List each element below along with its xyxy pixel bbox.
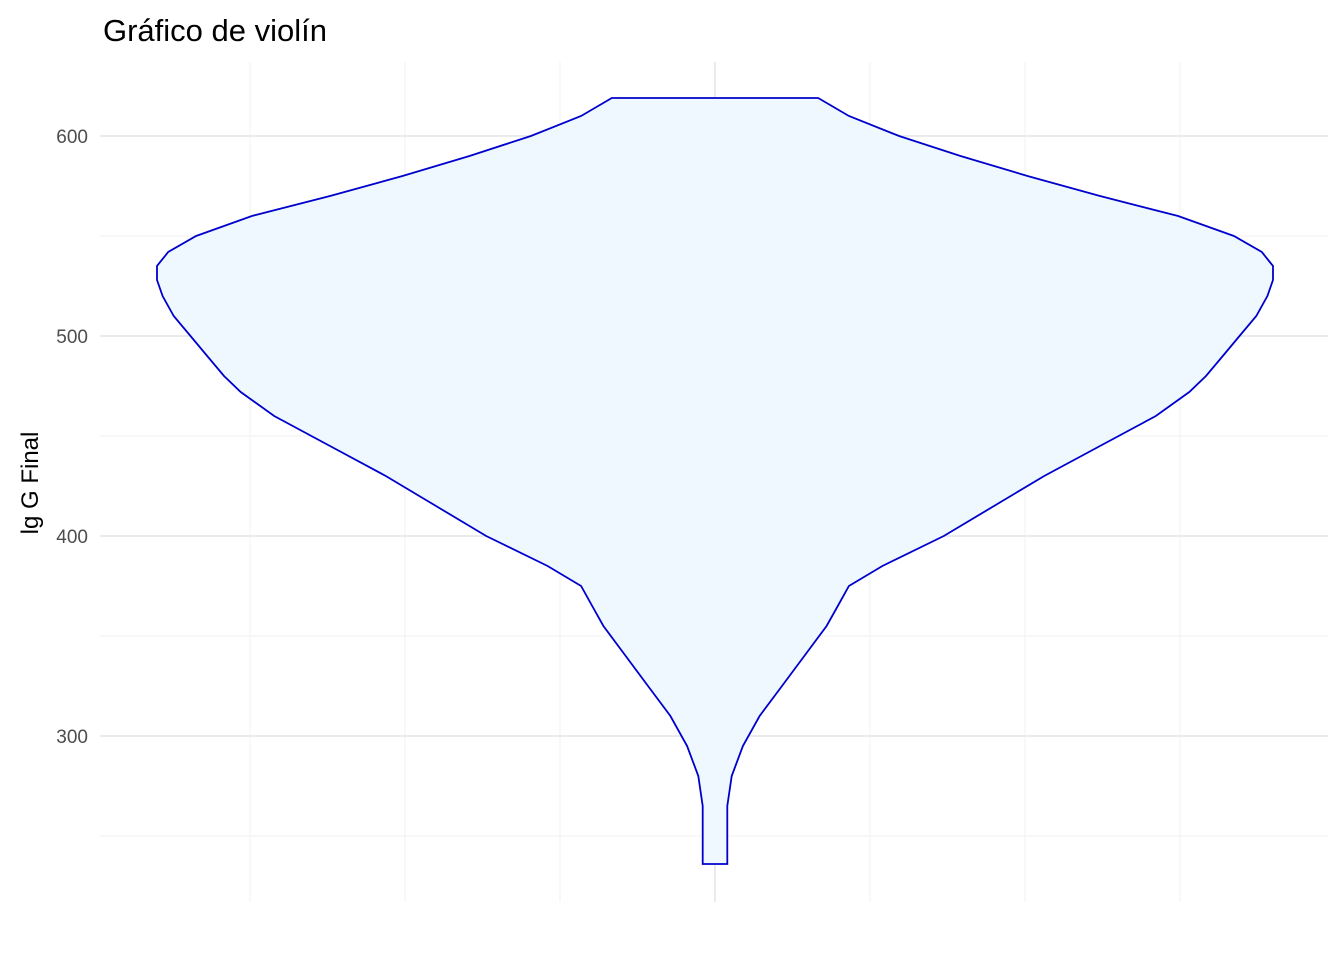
y-tick-label: 500	[56, 327, 88, 348]
y-tick-label: 400	[56, 527, 88, 548]
violin-shape	[156, 97, 1274, 865]
y-tick-labels: 300 400 500 600	[56, 127, 88, 748]
y-tick-label: 300	[56, 727, 88, 748]
chart-title: Gráfico de violín	[103, 13, 327, 48]
y-tick-label: 600	[56, 127, 88, 148]
y-axis-label: lg G Final	[17, 432, 44, 535]
